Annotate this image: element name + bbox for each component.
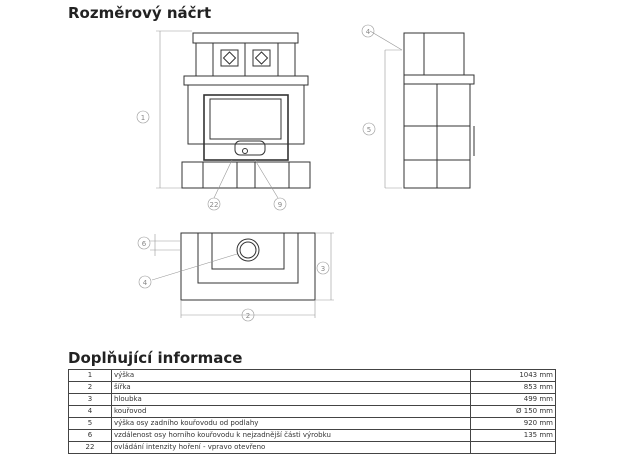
row-value: 853 mm <box>470 381 556 394</box>
callout-6: 6 <box>142 240 147 248</box>
row-number: 5 <box>68 417 112 430</box>
callout-3: 3 <box>321 265 325 273</box>
callouts: 1 22 9 4 5 6 3 2 4 <box>136 24 376 322</box>
top-view <box>150 232 334 318</box>
row-value: 920 mm <box>470 417 556 430</box>
row-value: 499 mm <box>470 393 556 406</box>
section-title-sketch: Rozměrový náčrt <box>68 4 212 22</box>
row-description: ovládání intenzity hoření - vpravo otevř… <box>111 441 471 454</box>
row-value: 135 mm <box>470 429 556 442</box>
callout-4: 4 <box>366 28 371 36</box>
side-view <box>369 30 475 189</box>
row-value: 1043 mm <box>470 369 556 382</box>
row-description: výška osy zadního kouřovodu od podlahy <box>111 417 471 430</box>
row-number: 1 <box>68 369 112 382</box>
row-value: Ø 150 mm <box>470 405 556 418</box>
row-value <box>470 441 556 454</box>
callout-4-top: 4 <box>143 279 148 287</box>
row-description: kouřovod <box>111 405 471 418</box>
callout-2: 2 <box>246 312 250 320</box>
row-description: výška <box>111 369 471 382</box>
dimension-drawing: 1 22 9 4 5 6 3 2 4 <box>136 24 475 322</box>
callout-5: 5 <box>367 126 371 134</box>
section-title-info: Doplňující informace <box>68 349 243 367</box>
row-number: 22 <box>68 441 112 454</box>
callout-1: 1 <box>141 114 145 122</box>
callout-22: 22 <box>210 201 219 209</box>
callout-9: 9 <box>278 201 282 209</box>
row-description: šířka <box>111 381 471 394</box>
row-number: 6 <box>68 429 112 442</box>
row-number: 4 <box>68 405 112 418</box>
row-description: hloubka <box>111 393 471 406</box>
row-number: 2 <box>68 381 112 394</box>
front-view <box>156 30 311 199</box>
row-description: vzdálenost osy horního kouřovodu k nejza… <box>111 429 471 442</box>
row-number: 3 <box>68 393 112 406</box>
